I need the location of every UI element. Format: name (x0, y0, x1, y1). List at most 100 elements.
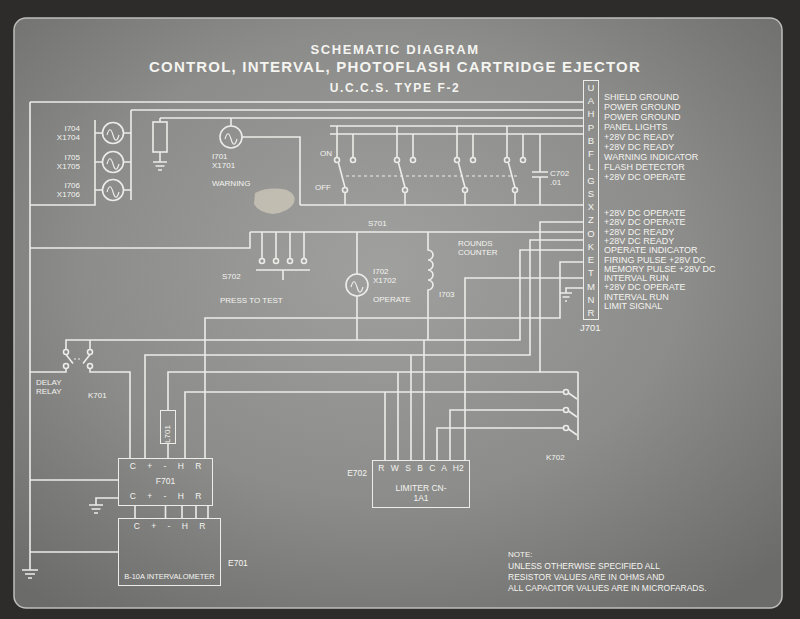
ground-symbol (22, 570, 38, 578)
wire (131, 110, 583, 200)
lamp-symbol (103, 123, 124, 144)
ground-symbol (153, 162, 167, 170)
part-function: ROUNDS COUNTER (458, 239, 504, 257)
terminal-letters: C + - H R (134, 522, 206, 532)
wire (30, 480, 118, 552)
relay-contact (64, 350, 69, 355)
relay-blade (569, 393, 578, 435)
pin-letter: B (588, 135, 594, 146)
part-designator: S702 (222, 272, 241, 281)
pin-letter: O (587, 228, 594, 239)
terminal-letters: R W S B C A H2 (378, 464, 463, 474)
lamp-filament (225, 134, 237, 145)
pin-letter: X (588, 201, 594, 212)
switch-contact (513, 188, 518, 193)
switch-contact (403, 188, 408, 193)
plate-stain (254, 189, 295, 214)
wire (185, 392, 564, 460)
intervalometer-box: C + - H RB-10A INTERVALOMETERE701 (118, 518, 221, 586)
part-designator: E701 (228, 559, 248, 569)
signal-name: +28V DC READY (604, 133, 674, 142)
resistor-symbol (153, 122, 167, 152)
title-line: U.C.C.S. TYPE F-2 (330, 82, 461, 96)
signal-name: INTERVAL RUN (604, 293, 669, 302)
part-designator: I704 X1704 (44, 124, 80, 142)
lamp-filament (351, 282, 363, 293)
pin-letter: A (588, 95, 594, 106)
part-function: PRESS TO TEST (220, 296, 283, 305)
pin-letter: E (588, 254, 594, 265)
mechanical-link (74, 358, 82, 359)
signal-name: +28V DC READY (604, 143, 674, 152)
pin-letter: H (588, 108, 595, 119)
connector-strip: UAHPBFLGSXZOKETMNRJ701 (583, 80, 599, 320)
note-text: RESISTOR VALUES ARE IN OHMS AND (508, 573, 665, 583)
pin-letter: G (587, 175, 594, 186)
inductor-box: L701 (160, 410, 176, 444)
lamp-symbol (103, 180, 124, 201)
relay-armature (540, 372, 578, 440)
signal-name: +28V DC OPERATE (604, 283, 686, 292)
terminal-letters: C + - H R (130, 492, 202, 502)
wire (465, 278, 583, 460)
pin-letter: R (588, 307, 595, 318)
pin-letter: N (588, 294, 595, 305)
part-designator: J701 (580, 323, 601, 334)
counter-coil (428, 232, 433, 340)
part-designator: I706 X1706 (44, 181, 80, 199)
signal-name: +28V DC OPERATE (604, 209, 686, 218)
part-designator: I703 (439, 290, 455, 299)
signal-name: FLASH DETECTOR (604, 163, 685, 172)
limiter-box: R W S B C A H2LIMITER CN-1A1E702 (372, 460, 470, 508)
pin-letter: U (588, 82, 595, 93)
lamp-filament (107, 130, 119, 198)
signal-name: POWER GROUND (604, 103, 681, 112)
part-designator: F701 (156, 477, 175, 487)
switch-contact (395, 158, 400, 163)
pin-letter: T (588, 267, 594, 278)
terminal-board: C + - H R F701 C + - H R (118, 458, 213, 506)
capacitor-symbol (532, 134, 548, 205)
pin-letter: Z (588, 214, 594, 225)
relay-contact (564, 426, 569, 431)
signal-name: SHIELD GROUND (604, 93, 679, 102)
switch-contact (288, 259, 293, 264)
part-designator: I705 X1705 (44, 153, 80, 171)
switch-contact (343, 188, 348, 193)
pushbutton-switch (256, 232, 310, 280)
part-designator: I701 X1701 (212, 152, 248, 170)
pin-letter: K (588, 241, 594, 252)
signal-name: LIMIT SIGNAL (604, 302, 662, 311)
switch-contact (274, 259, 279, 264)
wire (168, 222, 583, 410)
switch-contact (471, 158, 476, 163)
relay-contact (64, 364, 69, 369)
ground-symbol (89, 505, 103, 513)
lamp-symbol (346, 274, 368, 296)
relay-blade (66, 355, 90, 364)
switch-contact (505, 158, 510, 163)
wire (135, 506, 208, 518)
part-designator: E702 (347, 469, 367, 479)
pin-letter: S (588, 188, 594, 199)
switch-contacts (335, 158, 526, 193)
note-heading: NOTE: (508, 550, 532, 559)
wire (167, 444, 169, 458)
part-function: DELAY RELAY (36, 378, 70, 396)
diagram-title: SCHEMATIC DIAGRAM (310, 43, 479, 58)
ground-bus (30, 102, 583, 570)
lamp-symbol (220, 126, 242, 148)
ground-symbol (560, 288, 583, 301)
signal-name: +28V DC READY (604, 237, 674, 246)
mechanical-link (346, 175, 520, 176)
switch-contact (411, 158, 416, 163)
title-line: CONTROL, INTERVAL, PHOTOFLASH CARTRIDGE … (149, 58, 641, 75)
part-designator: L701 (163, 425, 172, 443)
terminal-letters: C + - H R (130, 462, 202, 472)
relay-contact (564, 390, 569, 395)
wire (205, 262, 583, 458)
signal-name: +28V DC OPERATE (604, 218, 686, 227)
wire (356, 232, 358, 340)
part-name: LIMITER CN-1A1 (395, 484, 447, 504)
